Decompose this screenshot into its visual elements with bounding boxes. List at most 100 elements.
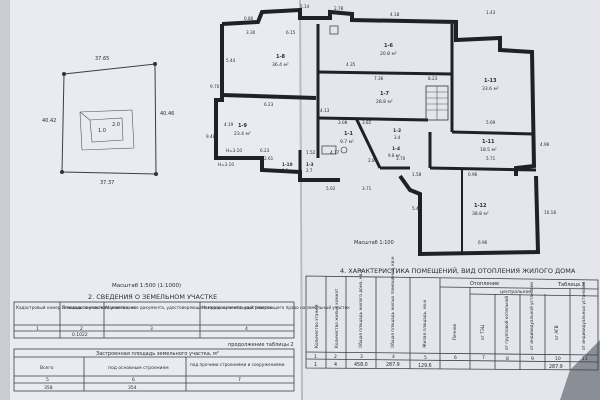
- room-1-2-id: 1-2: [393, 128, 401, 134]
- dim-label: 4.17: [330, 150, 340, 155]
- floorplan-scale: Масштаб 1:100: [354, 240, 394, 246]
- s2-cont-n5: 5: [46, 377, 49, 383]
- room-1-1-area: 9.7 м²: [340, 139, 354, 145]
- s4-col-num: 6: [454, 355, 457, 361]
- dim-label: 2.78: [334, 6, 344, 11]
- s4-header: от групповой котельной: [504, 296, 509, 350]
- room-1-4-area: 9.8 м²: [388, 153, 401, 158]
- room-1-10-id: 1-10: [282, 162, 293, 167]
- room-1-1-id: 1-1: [344, 131, 354, 137]
- s4-header: Жилая площадь, кв.м: [422, 300, 427, 348]
- room-1-2-area: 3.4: [394, 135, 401, 140]
- s4-header: Общая площадь жилых помещений, кв.м: [390, 256, 395, 348]
- room-1-12-id: 1-12: [474, 203, 487, 209]
- s4-living-premises-area: 287.9: [386, 362, 400, 368]
- dim-label: 7.36: [374, 76, 384, 81]
- s4-col-num: 2: [334, 354, 337, 360]
- s4-rooms: 4: [334, 362, 337, 368]
- room-1-11-id: 1-11: [482, 139, 495, 145]
- dim-label: 10.18: [544, 210, 556, 215]
- room-1-11-area: 18.5 м²: [480, 147, 497, 153]
- s2-col-1: 1: [36, 326, 39, 332]
- s4-col-num: 1: [314, 354, 317, 360]
- s2-continued-label: продолжение таблицы 2: [228, 342, 294, 348]
- room-1-6-id: 1-6: [384, 43, 394, 49]
- room-1-6-area: 20.8 м²: [380, 51, 397, 57]
- dim-label: 8.23: [428, 76, 438, 81]
- rooms-characteristics-table: [305, 275, 599, 371]
- dim-label: Н=3.10: [218, 162, 234, 167]
- room-1-7-area: 28.8 м²: [376, 99, 393, 105]
- s4-header: от индивидуальной установки: [529, 282, 534, 350]
- s2-cont-title: Застроенная площадь земельного участка, …: [96, 351, 219, 357]
- central-heating-label: центральное: [500, 290, 531, 295]
- staircase: [425, 85, 449, 121]
- dim-label: 5.02: [326, 186, 336, 191]
- dim-label: 5.69: [486, 120, 496, 125]
- dim-label: 5.14: [300, 4, 310, 9]
- dim-label: 1.43: [486, 10, 496, 15]
- s4-col-num: 3: [360, 354, 363, 360]
- dim-label: 9.48: [206, 134, 216, 139]
- s2-header-2: Площадь земельного участка, кв: [62, 305, 136, 310]
- s4-header: от ТЭЦ: [480, 324, 485, 340]
- dimension-labels: 0.80 5.14 2.78 4.18 1.43 3.30 6.15 9.70 …: [206, 4, 556, 245]
- s2-col-4: 4: [245, 326, 248, 332]
- plot-marker-1: 1.0: [98, 128, 106, 134]
- dim-label: 2.80: [368, 158, 378, 163]
- right-page: [300, 0, 600, 400]
- dim-label: 3.30: [246, 30, 256, 35]
- left-edge-shadow: [0, 0, 10, 400]
- dim-label: 4.19: [224, 122, 234, 127]
- table2-column-numbers: 1 2 3 4 5 6 7 8 9 10 11: [314, 354, 588, 362]
- s4-header: Общая площадь жилого дома, кв.м: [358, 269, 363, 348]
- s4-col-num: 5: [424, 355, 427, 361]
- s4-header: Печное: [452, 324, 457, 340]
- s4-header: Количество жилых комнат: [334, 288, 339, 348]
- s4-header: Количество этажей: [314, 304, 319, 348]
- table2-label: Таблица 2: [557, 282, 585, 288]
- room-1-10-area: 2.1: [282, 168, 289, 173]
- dim-label: 6.15: [286, 30, 296, 35]
- s2-header-3: Наименование документа, удостоверяющего …: [106, 305, 273, 310]
- dim-label: 5.44: [412, 206, 422, 211]
- dim-label: 4.96: [540, 142, 550, 147]
- room-1-13-area: 33.6 м²: [482, 86, 499, 92]
- s4-total-area: 458.0: [354, 362, 368, 368]
- dim-label: 3.71: [362, 186, 372, 191]
- page-fold: [299, 0, 303, 400]
- dim-label: 1.52: [306, 150, 316, 155]
- land-continued-table: [13, 348, 295, 392]
- dim-label: 5.71: [486, 156, 496, 161]
- dim-label: 3.70: [396, 156, 406, 161]
- dim-label: 2.61: [264, 156, 274, 161]
- table2-values: 1 4 458.0 287.9 129.6 287.9: [314, 362, 563, 370]
- plot-dim-left: 40.42: [42, 118, 56, 124]
- dim-label: 5.44: [226, 58, 236, 63]
- land-plot-diagram: 1.0 2.0 37.65 40.42 40.46 37.37: [42, 56, 174, 186]
- table2-headers: Количество этажей Количество жилых комна…: [314, 256, 586, 350]
- section2-title: 2. СВЕДЕНИЯ О ЗЕМЕЛЬНОМ УЧАСТКЕ: [88, 293, 217, 301]
- s4-header: от индивидуальных установок: [581, 281, 586, 350]
- s4-col-num: 8: [506, 356, 509, 362]
- dim-label: 0.96: [468, 172, 478, 177]
- s2-col-2: 2: [80, 326, 83, 332]
- dim-label: 4.35: [346, 62, 356, 67]
- s4-floors: 1: [314, 362, 317, 368]
- s4-col-num: 7: [482, 355, 485, 361]
- s2-area-value: 0.1022: [72, 332, 88, 338]
- s4-agv-heating: 287.9: [549, 364, 563, 370]
- s4-living-area: 129.6: [418, 363, 432, 369]
- left-page: [0, 0, 302, 400]
- dim-label: 0.80: [244, 16, 254, 21]
- s4-col-num: 10: [555, 356, 561, 362]
- s4-col-num: 4: [392, 354, 395, 360]
- dim-label: 3.08: [338, 120, 348, 125]
- room-1-12-area: 38.8 м²: [472, 211, 489, 217]
- s4-header: от АГВ: [554, 325, 559, 340]
- dim-label: 6.23: [260, 148, 270, 153]
- dim-label: 3.82: [362, 120, 372, 125]
- room-1-9-id: 1-9: [238, 123, 248, 129]
- s2-cont-n7: 7: [238, 377, 241, 383]
